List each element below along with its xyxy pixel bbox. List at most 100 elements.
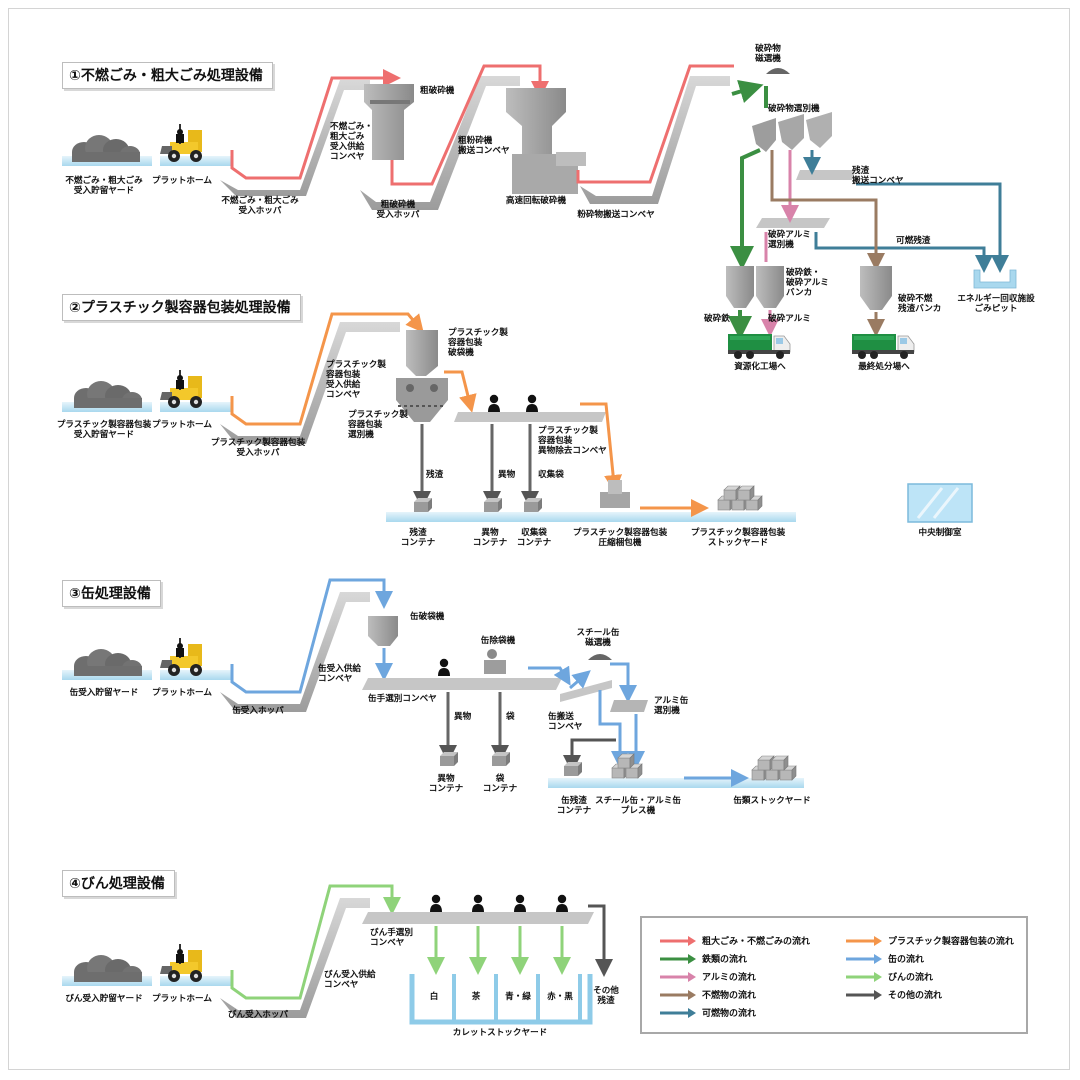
s1-recycle-label: 資源化工場へ <box>734 362 786 372</box>
s3-platform-label: プラットホーム <box>152 688 212 698</box>
s3-foreign-container-label: 異物 コンテナ <box>428 774 464 794</box>
legend-label: びんの流れ <box>888 973 934 983</box>
s2-baler-label: プラスチック製容器包装 圧縮梱包機 <box>572 528 668 548</box>
s1-nc-bunker <box>860 266 892 310</box>
legend-label: 不燃物の流れ <box>702 991 757 1001</box>
s1-fe-label: 破砕鉄 <box>704 314 730 324</box>
s4-worker-icon-3 <box>514 894 526 912</box>
s1-waste-pile-icon <box>72 135 140 162</box>
s1-crush-conveyor-label: 粗粉砕機 搬送コンベヤ <box>458 136 510 156</box>
s3-can-conveyor-label: 缶搬送 コンベヤ <box>548 712 583 732</box>
s3-worker-icon <box>438 658 450 676</box>
legend-item-other: その他の流れ <box>844 988 942 1002</box>
s4-yard-label: びん受入貯留ヤード <box>65 994 143 1004</box>
s3-feed-conveyor-label: 缶受入供給 コンベヤ <box>318 664 361 684</box>
s3-blue-flow-1 <box>230 578 393 694</box>
s1-hs-crusher-label: 高速回転破砕機 <box>505 196 567 206</box>
legend-item-iron: 鉄類の流れ <box>658 952 747 966</box>
s3-can-conveyor <box>560 680 612 702</box>
s1-al-label: 破砕アルミ <box>768 314 811 324</box>
s4-brown-label: 茶 <box>471 992 481 1002</box>
s3-steel-magnet-label: スチール缶 磁選機 <box>576 628 620 648</box>
legend-item-bottle: びんの流れ <box>844 970 933 984</box>
s2-bag-container <box>524 498 542 512</box>
s1-fe-al-bunker-label: 破砕鉄・ 破砕アルミ バンカ <box>786 268 829 298</box>
legend-arrow-blue-icon <box>846 953 882 964</box>
s2-foreign-conveyor <box>454 412 606 422</box>
s3-stock-label: 缶類ストックヤード <box>733 796 811 806</box>
s1-platform-label: プラットホーム <box>152 176 212 186</box>
s2-stock-cubes <box>717 485 763 511</box>
s3-bag-breaker <box>368 616 398 646</box>
s1-red-flow-2 <box>390 64 549 186</box>
s4-worker-icon-2 <box>472 894 484 912</box>
legend-label: 可燃物の流れ <box>702 1009 757 1019</box>
section-title-1: ①不燃ごみ・粗大ごみ処理設備 <box>62 62 273 89</box>
legend-label: 缶の流れ <box>888 955 925 965</box>
s1-sorter-label: 破砕物選別機 <box>768 104 820 114</box>
section1-graphics <box>62 64 1017 360</box>
s2-feed-conveyor <box>220 322 400 444</box>
section3-graphics <box>62 578 804 788</box>
s4-feed-conveyor <box>220 898 370 1018</box>
s2-bag-breaker <box>406 330 438 376</box>
s2-foreign-conveyor-label: プラスチック製 容器包装 異物除去コンベヤ <box>538 426 607 456</box>
control-room-label: 中央制御室 <box>918 528 962 538</box>
s3-bag-label: 袋 <box>506 712 515 722</box>
s2-foreign-label: 異物 <box>498 470 516 480</box>
s1-teal-flow-2 <box>814 232 993 273</box>
s3-foreign-container <box>440 752 458 766</box>
s1-energy-pit-label: エネルギー回収施設 ごみピット <box>957 294 1035 314</box>
s4-other-label: その他 残渣 <box>593 986 619 1006</box>
s2-foreign-container <box>484 498 502 512</box>
s1-hopper-label: 不燃ごみ・粗大ごみ 受入ホッパ <box>221 196 299 216</box>
s1-powder-conveyor <box>580 76 730 204</box>
legend-arrow-orange-icon <box>846 935 882 946</box>
s3-floor <box>548 778 804 788</box>
s1-feed-conveyor <box>220 80 370 196</box>
s3-hopper-label: 缶受入ホッパ <box>232 706 284 716</box>
s1-green-flow-fe <box>730 148 761 270</box>
s1-recycle-truck-icon <box>727 333 791 360</box>
s1-energy-pit <box>973 269 1017 289</box>
s1-magnet-label: 破砕物 磁選機 <box>755 44 781 64</box>
diagram-frame <box>8 8 1070 1070</box>
legend-item-combustible: 可燃物の流れ <box>658 1006 756 1020</box>
s1-teal-flow-1 <box>856 182 1009 273</box>
section4-graphics <box>62 884 613 1025</box>
s4-worker-icon-4 <box>556 894 568 912</box>
s3-bag-breaker-label: 缶破袋機 <box>410 612 445 622</box>
s2-worker-icon-1 <box>488 394 500 412</box>
s4-redblack-label: 赤・黒 <box>547 992 573 1002</box>
s2-baler <box>600 480 630 508</box>
s3-bag-remover-label: 缶除袋機 <box>480 636 516 646</box>
s4-bluegreen-label: 青・緑 <box>505 992 531 1002</box>
s1-crush-conveyor <box>360 76 520 210</box>
s2-bag-label: 収集袋 <box>538 470 564 480</box>
section-title-3: ③缶処理設備 <box>62 580 161 607</box>
s2-platform-label: プラットホーム <box>152 420 212 430</box>
s3-bag-container-label: 袋 コンテナ <box>482 774 518 794</box>
s1-crusher-hopper-label: 粗破砕機 受入ホッパ <box>376 200 420 220</box>
s3-yard-label: 缶受入貯留ヤード <box>69 688 139 698</box>
s1-residue-conveyor <box>796 170 856 180</box>
s3-hand-conveyor <box>362 678 562 690</box>
s2-bag-breaker-label: プラスチック製 容器包装 破袋機 <box>448 328 508 358</box>
s3-foreign-label: 異物 <box>454 712 472 722</box>
legend-arrow-teal-icon <box>660 1007 696 1018</box>
s1-landfill-truck-icon <box>851 333 915 360</box>
s2-waste-pile-icon <box>74 381 142 408</box>
s2-hopper-label: プラスチック製容器包装 受入ホッパ <box>210 438 306 458</box>
legend-item-large-noncombustible: 粗大ごみ・不燃ごみの流れ <box>658 934 810 948</box>
legend-arrow-brown-icon <box>660 989 696 1000</box>
s1-landfill-label: 最終処分場へ <box>858 362 910 372</box>
s1-red-flow-1 <box>230 69 401 180</box>
s3-al-sorter-label: アルミ缶 選別機 <box>654 696 689 716</box>
s3-residue-container-label: 缶残渣 コンテナ <box>556 796 592 816</box>
s2-sorter <box>396 378 448 422</box>
s4-waste-pile-icon <box>74 955 142 982</box>
s2-residue-label: 残渣 <box>426 470 444 480</box>
s1-powder-conveyor-label: 粉砕物搬送コンベヤ <box>577 210 655 220</box>
s1-green-flow-top <box>731 79 764 103</box>
legend-label: アルミの流れ <box>702 973 756 983</box>
